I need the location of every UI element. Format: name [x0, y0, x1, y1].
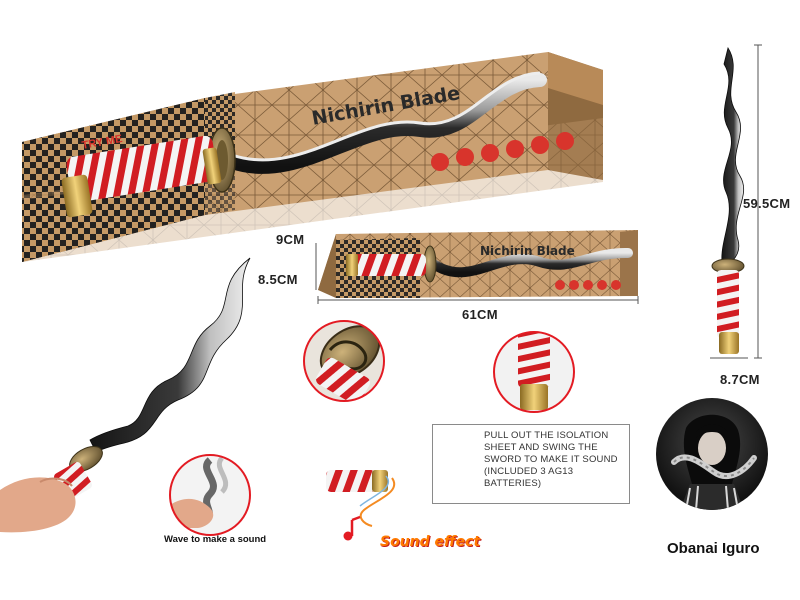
large-box-illustration	[22, 52, 603, 262]
detail-circle-guard	[304, 321, 384, 401]
character-name: Obanai Iguro	[667, 540, 760, 557]
vertical-sword-illustration	[711, 46, 745, 354]
wave-caption: Wave to make a sound	[164, 534, 267, 545]
dimension-lines	[315, 44, 762, 359]
box-title-small: Nichirin Blade	[480, 244, 575, 258]
sound-effect-illustration	[326, 470, 396, 541]
detail-circle-pommel	[494, 332, 574, 412]
box-length-dimension: 61CM	[462, 307, 498, 322]
instruction-box	[432, 424, 630, 504]
sword-length-dimension: 59.5CM	[743, 196, 791, 211]
handle-width-dimension: 8.7CM	[720, 372, 760, 387]
detail-circle-wave	[170, 455, 250, 535]
character-portrait-art	[671, 414, 757, 510]
instruction-text: PULL OUT THE ISOLATION SHEET AND SWING T…	[484, 430, 618, 489]
diagonal-sword-illustration	[0, 257, 251, 533]
box-depth-dimension: 8.5CM	[258, 272, 298, 287]
small-box-illustration	[318, 230, 638, 298]
sound-effect-label: Sound effect	[380, 534, 481, 550]
character-portrait	[656, 398, 768, 510]
box-height-dimension: 9CM	[276, 232, 305, 247]
